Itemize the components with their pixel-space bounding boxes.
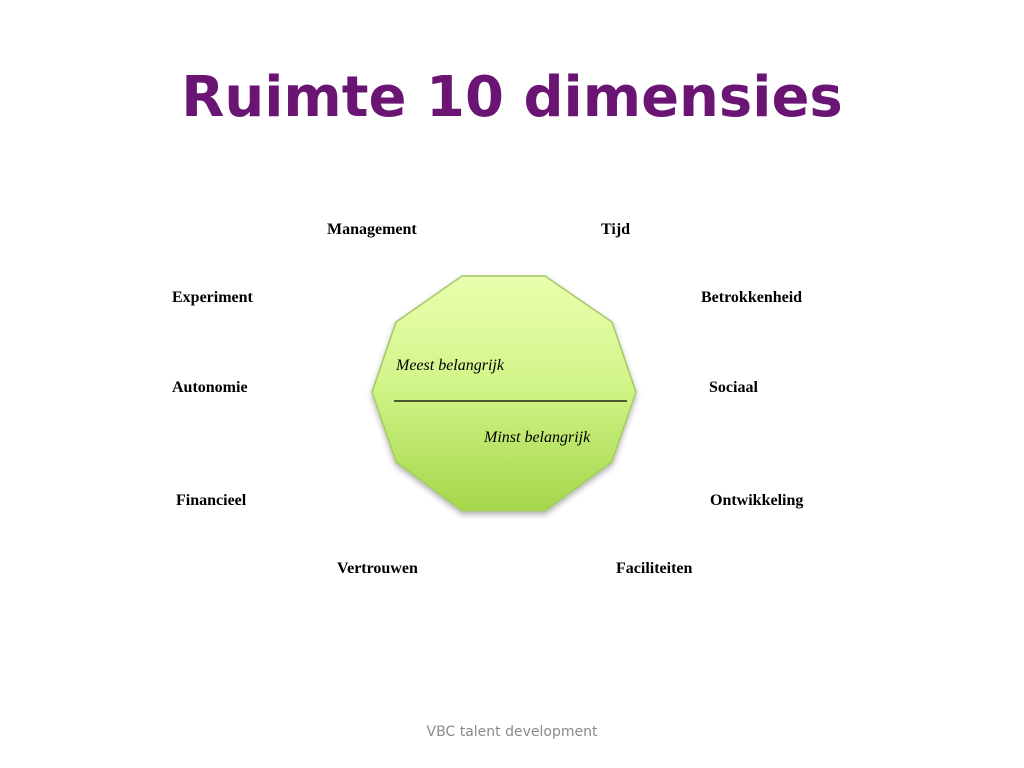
dimension-management: Management	[327, 221, 417, 238]
slide-title: Ruimte 10 dimensies	[181, 65, 843, 130]
dimension-tijd: Tijd	[601, 221, 631, 238]
dimension-autonomie: Autonomie	[172, 379, 248, 396]
decagon-shape	[371, 275, 637, 512]
dimension-faciliteiten: Faciliteiten	[616, 560, 693, 577]
footer-text: VBC talent development	[426, 724, 598, 740]
dimension-betrokkenheid: Betrokkenheid	[701, 289, 803, 306]
center-top-label: Meest belangrijk	[396, 357, 504, 374]
dimension-vertrouwen: Vertrouwen	[337, 560, 418, 577]
dimension-experiment: Experiment	[172, 289, 253, 306]
center-bottom-label: Minst belangrijk	[484, 429, 591, 446]
dimension-financieel: Financieel	[176, 492, 247, 509]
dimension-sociaal: Sociaal	[709, 379, 758, 396]
dimension-ontwikkeling: Ontwikkeling	[710, 492, 804, 509]
